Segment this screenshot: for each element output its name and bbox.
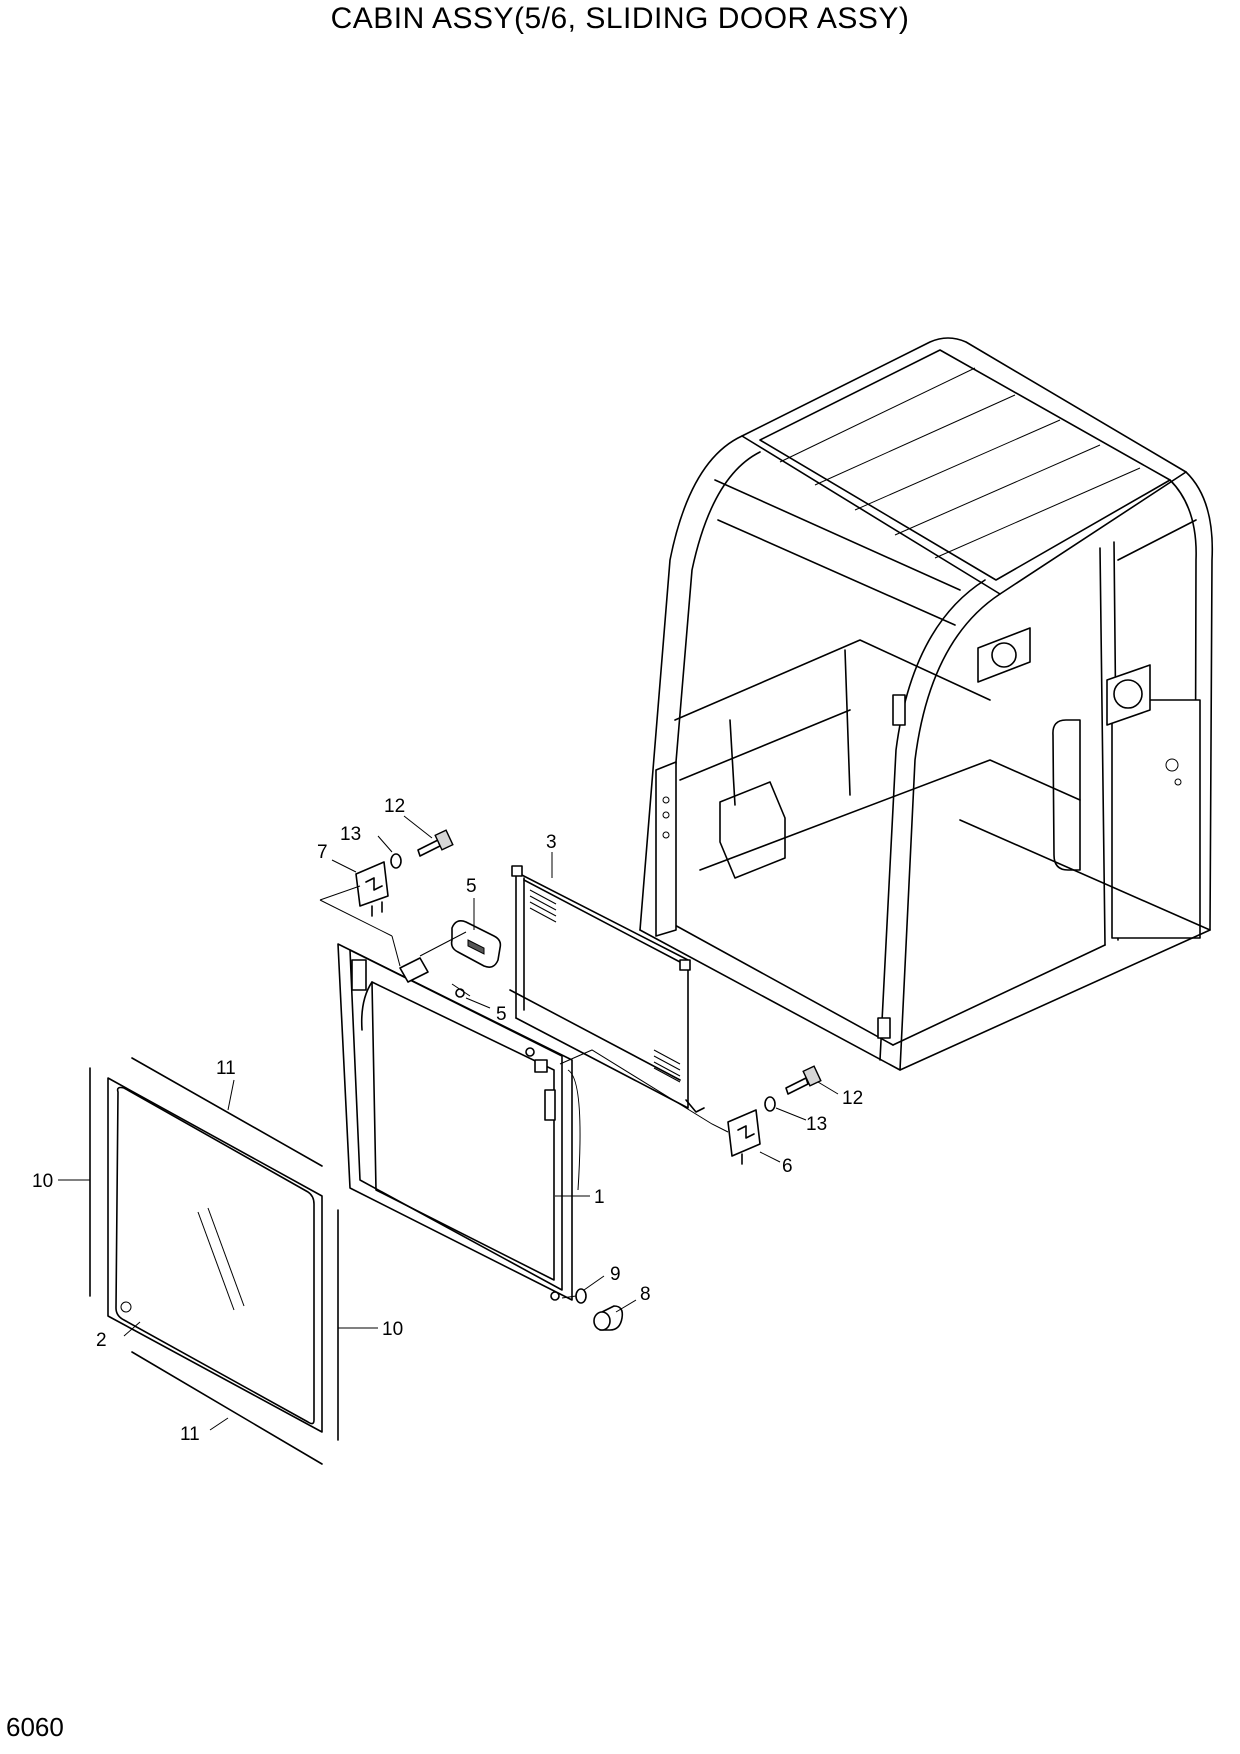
callout-11-upper: 11 (216, 1058, 236, 1079)
page-number: 6060 (6, 1712, 64, 1742)
callout-13-lower: 13 (806, 1114, 827, 1135)
part-5-lamp (450, 920, 502, 998)
callout-1: 1 (594, 1187, 605, 1208)
callout-7: 7 (317, 842, 328, 863)
callout-5-lamp: 5 (466, 876, 477, 897)
leader-lines (58, 815, 839, 1431)
assembly-lines (319, 885, 729, 1299)
callout-9: 9 (610, 1264, 621, 1285)
callout-3: 3 (546, 832, 557, 853)
part-9-washer (575, 1288, 587, 1304)
part-7-bracket (355, 861, 389, 917)
seal-strips (89, 1057, 339, 1465)
callout-8: 8 (640, 1284, 651, 1305)
callout-6: 6 (782, 1156, 793, 1177)
part-12-bolt (417, 829, 822, 1095)
callout-12-lower: 12 (842, 1088, 863, 1109)
callout-labels: 12 13 7 5 3 5 11 10 1 2 10 11 12 13 6 9 … (32, 796, 863, 1445)
callout-5-screw: 5 (496, 1004, 507, 1025)
part-13-washer (390, 853, 776, 1112)
callout-11-lower: 11 (180, 1424, 200, 1445)
diagram-title: CABIN ASSY(5/6, SLIDING DOOR ASSY) (330, 2, 910, 35)
part-6-bracket (727, 1109, 761, 1165)
callout-10-left: 10 (32, 1171, 53, 1192)
door-frame (337, 943, 581, 1301)
callout-10-right: 10 (382, 1319, 403, 1340)
cabin-frame (639, 337, 1214, 1071)
part-8-roller (593, 1305, 624, 1331)
door-glass (107, 1077, 323, 1433)
sun-screen (509, 865, 705, 1113)
callout-2: 2 (96, 1330, 107, 1351)
callout-12-upper: 12 (384, 796, 405, 817)
callout-13-upper: 13 (340, 824, 361, 845)
